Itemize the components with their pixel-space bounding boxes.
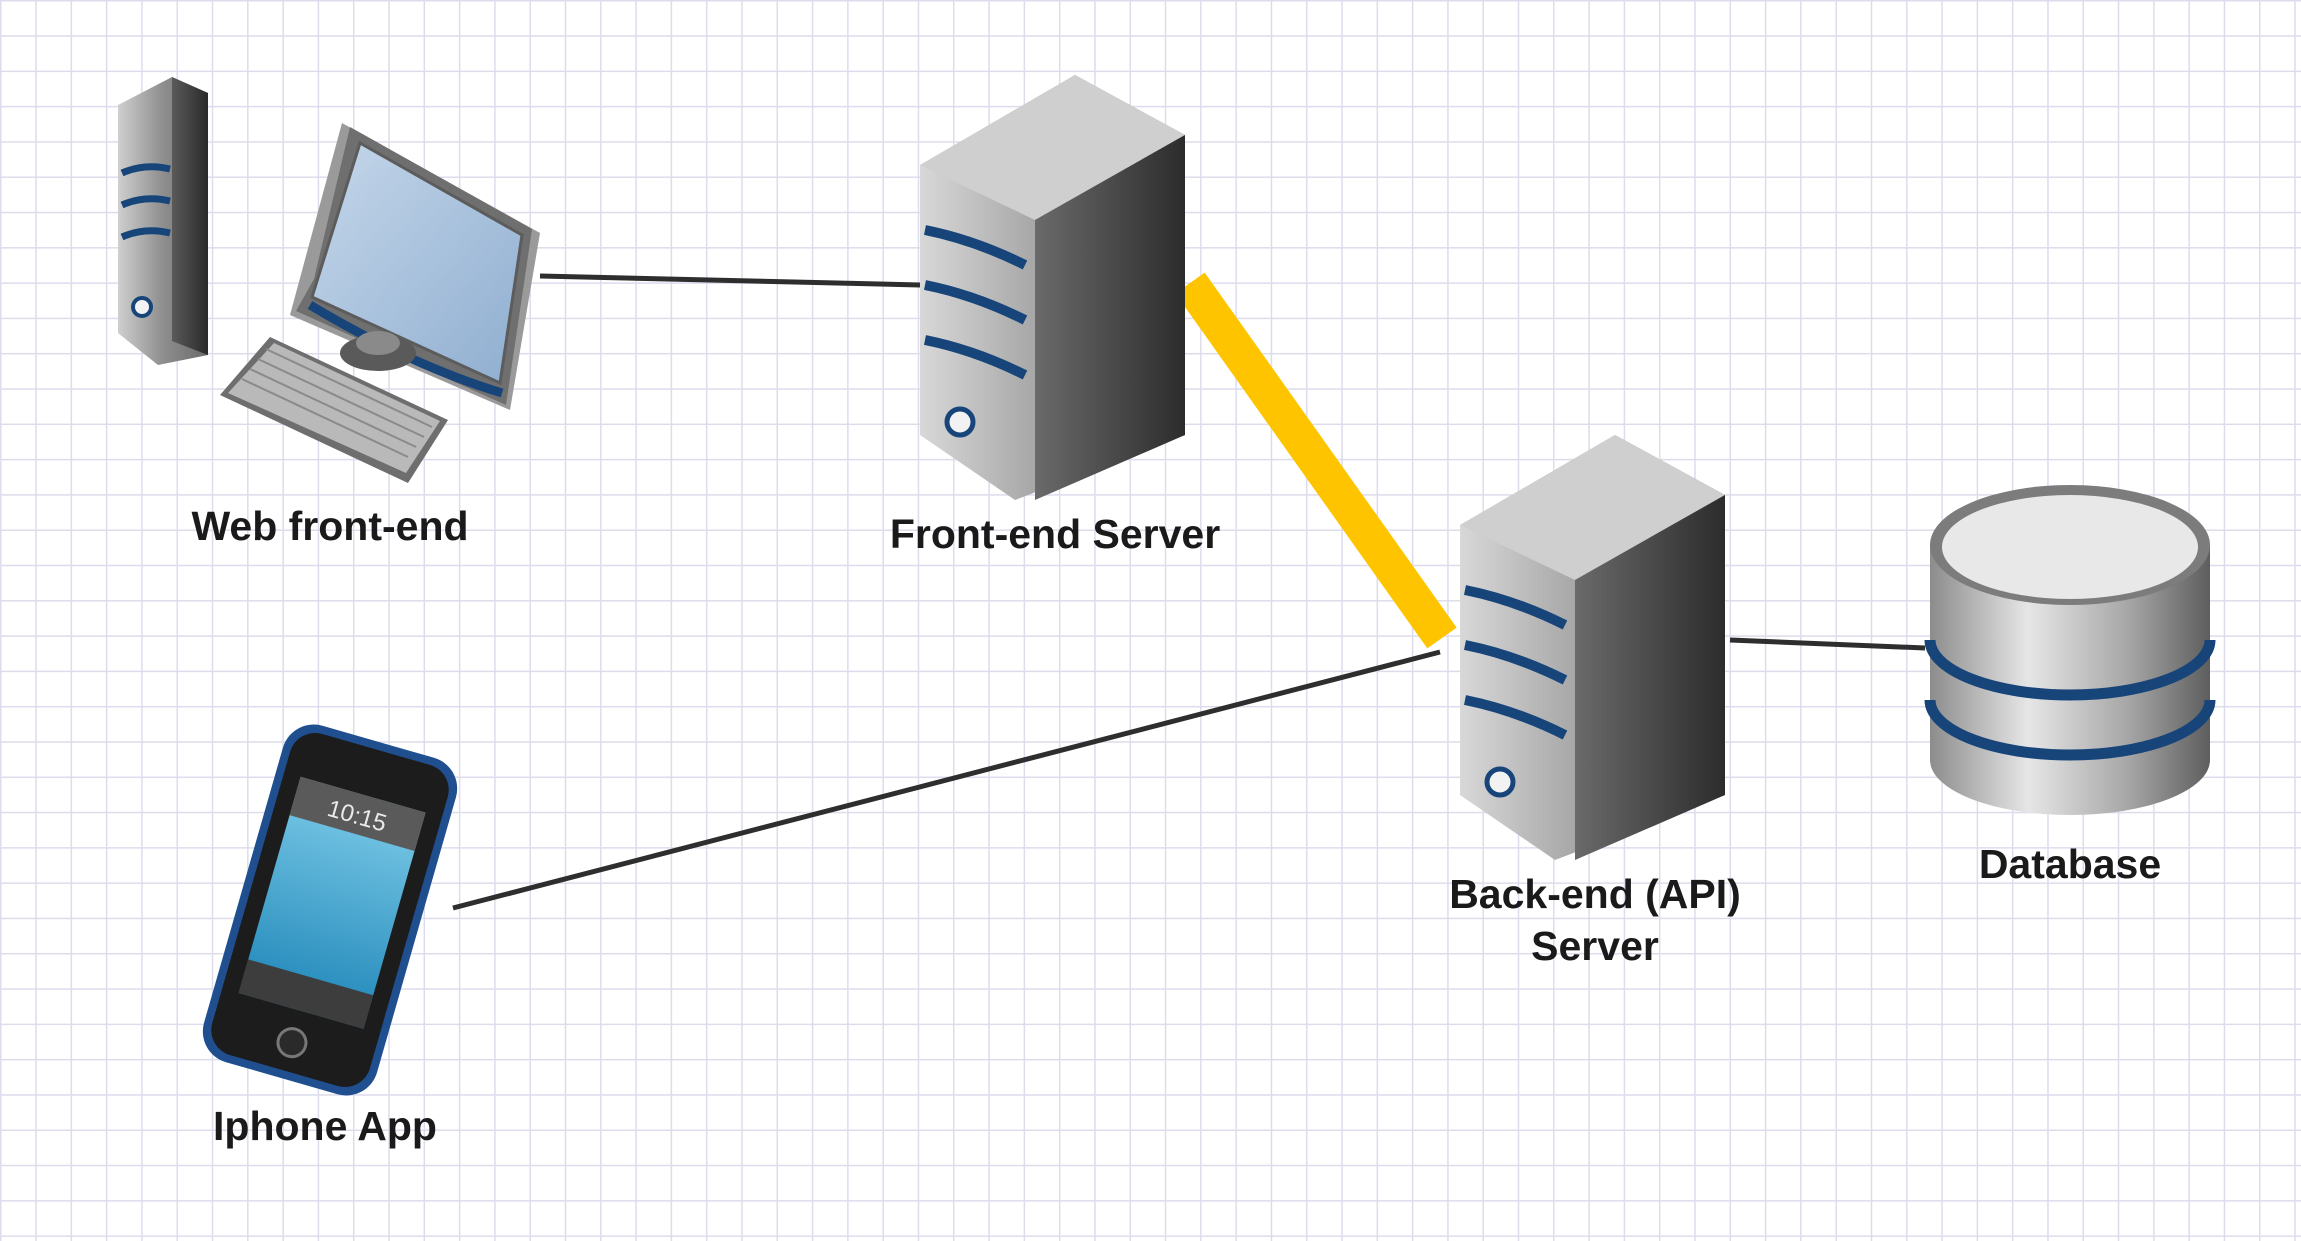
connector-backend-to-database [1729,637,1926,651]
connector-frontend-to-backend-highlighted [1175,272,1457,649]
connector-web-to-frontend [539,273,921,288]
desktop-computer-icon [118,77,540,483]
node-backend-server[interactable] [1455,430,1735,860]
label-frontend-server: Front-end Server [889,511,1221,557]
node-frontend-server[interactable] [915,70,1195,500]
smartphone-icon: 10:15 [202,724,458,1096]
database-cylinder-icon [1924,485,2216,815]
connector-iphone-to-backend [452,649,1441,911]
server-tower-icon [920,75,1185,500]
label-backend-server-line1: Back-end (API) [1449,871,1741,917]
label-database: Database [1978,841,2162,887]
label-iphone-app: Iphone App [213,1103,437,1149]
label-web-frontend: Web front-end [191,503,469,549]
server-tower-icon [1460,435,1725,860]
label-backend-server-line2: Server [1531,923,1659,970]
node-web-frontend[interactable] [110,65,550,495]
node-database[interactable] [1924,475,2216,825]
node-iphone-app[interactable]: 10:15 [195,724,465,1096]
label-backend-server: Back-end (API) Server [1405,868,1785,972]
